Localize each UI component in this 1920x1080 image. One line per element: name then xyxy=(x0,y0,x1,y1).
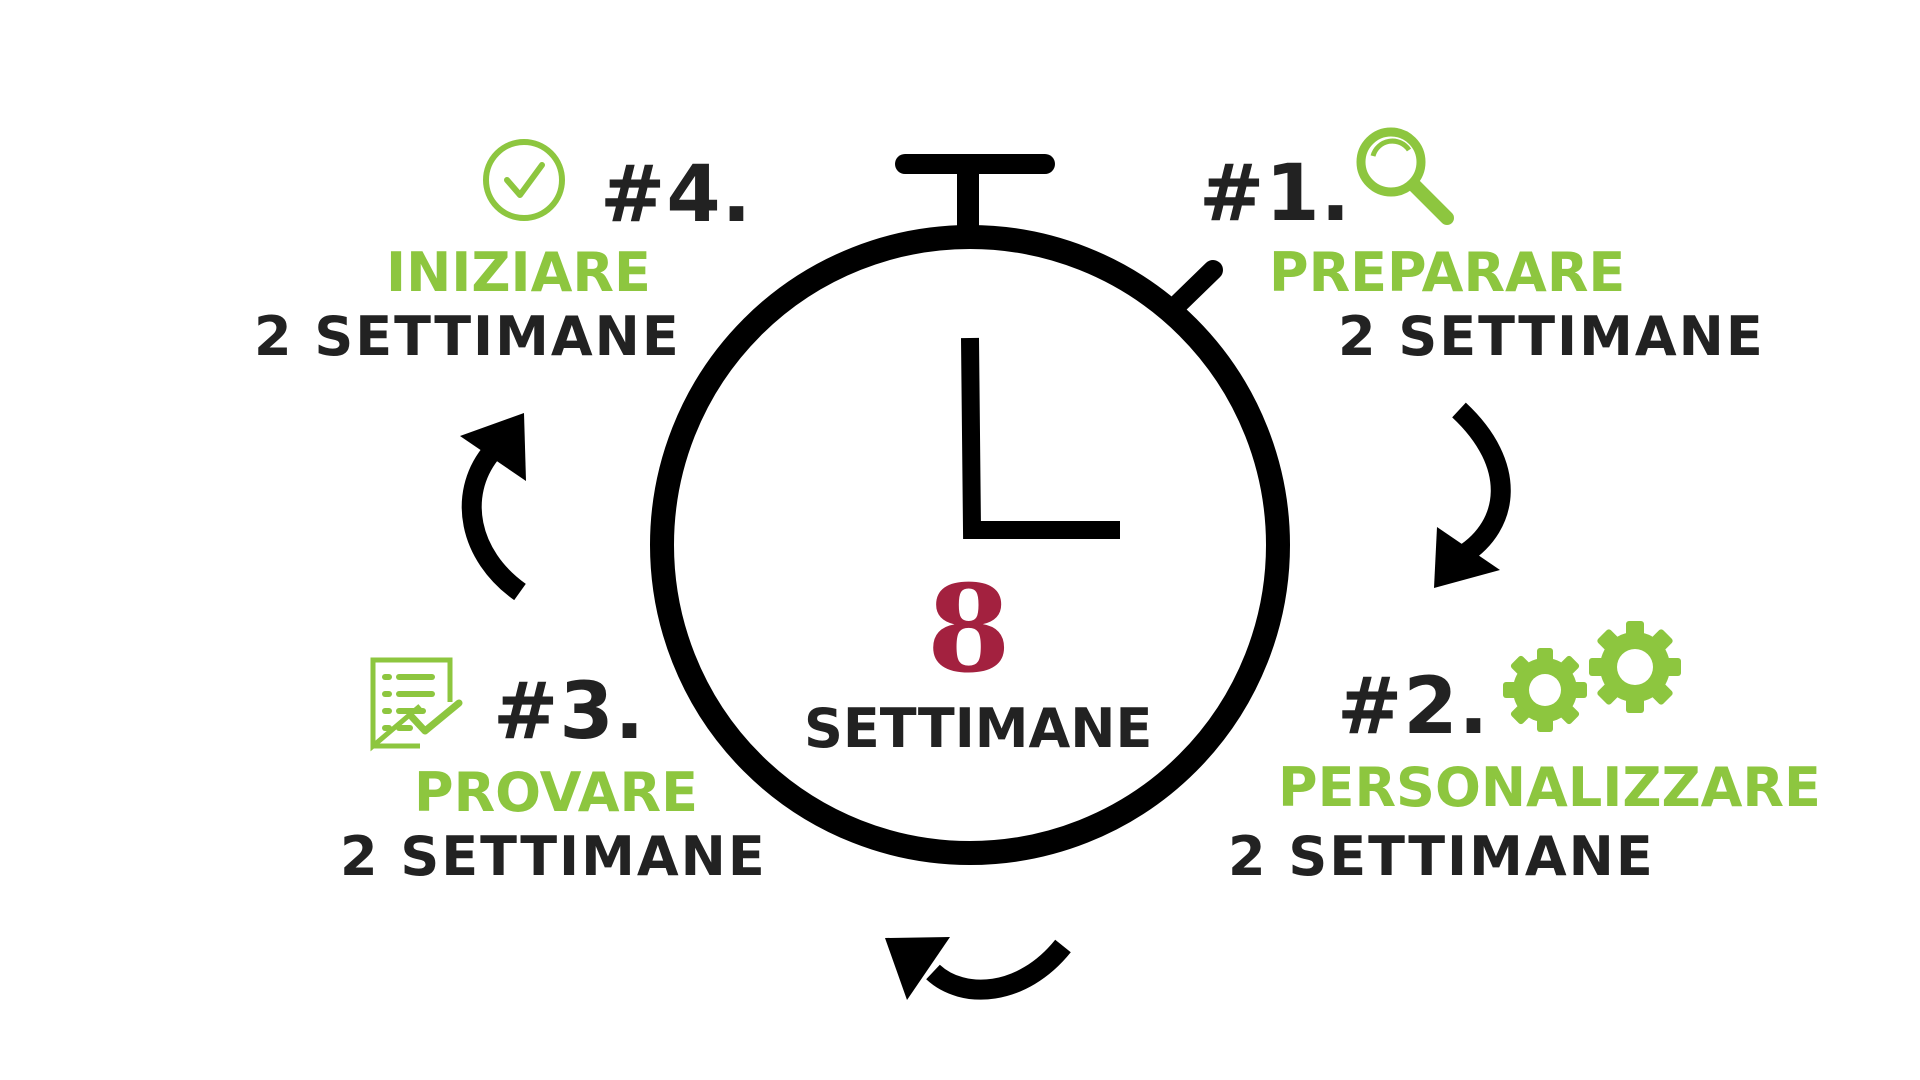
magnifier-icon xyxy=(1356,127,1454,225)
total-weeks-label: SETTIMANE xyxy=(804,697,1153,760)
step-3-number: #3. xyxy=(493,667,646,757)
step-1-title: PREPARARE xyxy=(1269,241,1626,304)
check-circle-icon xyxy=(483,139,565,221)
cycle-arrows xyxy=(460,402,1511,1000)
step-2-title: PERSONALIZZARE xyxy=(1278,756,1821,819)
step-1-number: #1. xyxy=(1199,149,1352,239)
step-4-duration: 2 SETTIMANE xyxy=(254,305,681,368)
checklist-icon xyxy=(370,657,463,752)
gears-icon xyxy=(1503,621,1681,732)
step-3-title: PROVARE xyxy=(414,761,699,824)
step-4-number: #4. xyxy=(600,150,753,240)
step-3-duration: 2 SETTIMANE xyxy=(340,825,767,888)
step-1-duration: 2 SETTIMANE xyxy=(1338,305,1765,368)
stopwatch-icon xyxy=(650,154,1290,865)
step-2-number: #2. xyxy=(1337,662,1490,752)
arrow-1-to-2 xyxy=(1434,402,1511,588)
arrow-2-to-3 xyxy=(885,937,1071,1000)
arrow-3-to-4 xyxy=(460,413,527,601)
step-2-duration: 2 SETTIMANE xyxy=(1228,825,1655,888)
step-4-title: INIZIARE xyxy=(386,241,651,304)
total-weeks-value: 8 xyxy=(927,559,1011,700)
